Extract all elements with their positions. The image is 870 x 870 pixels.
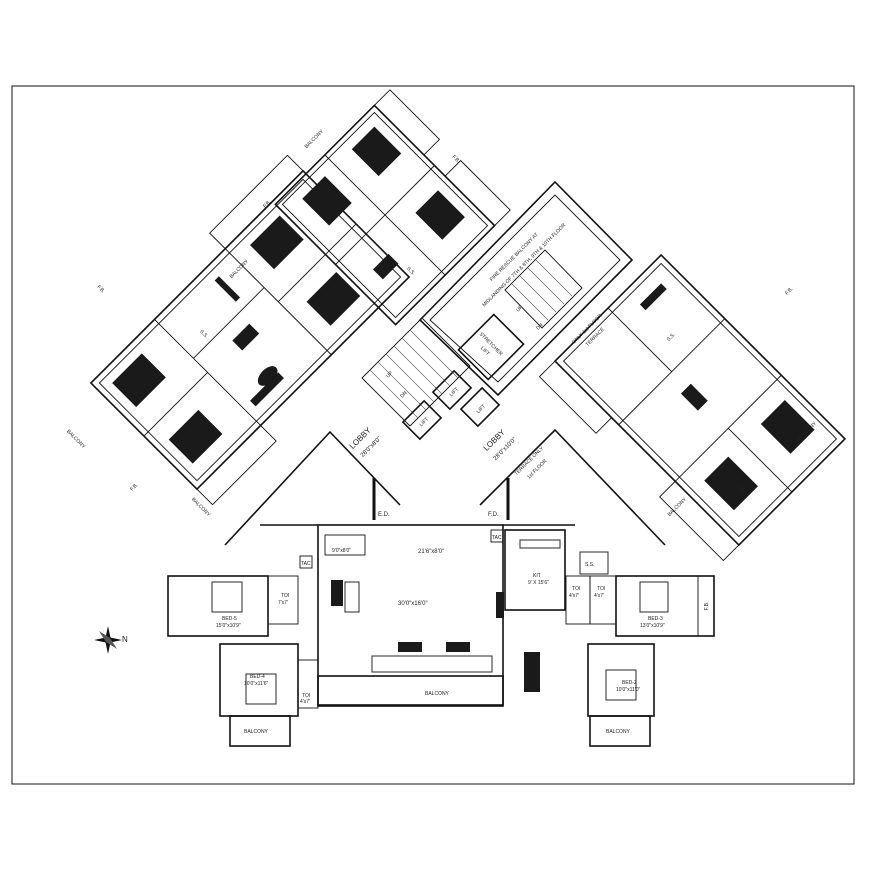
lift-label: LIFT <box>449 387 461 399</box>
ss-label: S.S. <box>198 329 209 340</box>
bed-icon <box>306 272 361 326</box>
toi-room <box>589 575 617 625</box>
fb-label: F.B. <box>262 199 272 209</box>
bed-icon <box>415 190 465 240</box>
sofa-icon <box>446 642 470 652</box>
bed-icon <box>351 126 402 177</box>
hall-main-dim: 30'0"x16'0" <box>398 601 428 607</box>
balcony-left-label: BALCONY <box>244 729 269 735</box>
balcony-right-label: BALCONY <box>606 729 631 735</box>
bed-icon <box>250 215 304 270</box>
lift <box>401 399 443 441</box>
lobby-wall <box>479 428 666 546</box>
dn-label: DN <box>535 322 545 332</box>
bed-icon <box>112 353 166 408</box>
fb-label: F.B. <box>96 284 106 294</box>
balcony <box>209 154 304 250</box>
toi-label: TOI <box>281 593 289 599</box>
fb-room <box>697 575 715 637</box>
bed4-label: BED-4 <box>250 674 265 680</box>
lift <box>431 369 473 411</box>
kitchen <box>504 529 566 611</box>
right-wing <box>538 253 847 562</box>
fd-label: F.D. <box>488 512 499 518</box>
balcony <box>659 480 740 562</box>
lobby-wall <box>224 430 401 546</box>
bed5-label: BED-5 <box>222 616 237 622</box>
toi-dim: 4'x7' <box>569 593 579 599</box>
tac-label: TAC <box>492 535 502 541</box>
bed5-dim: 15'0"x10'9" <box>216 623 241 629</box>
ss-label: S.S. <box>585 562 594 568</box>
stair-left <box>361 317 471 427</box>
hall-top-dim: 21'6"x8'0" <box>418 549 444 555</box>
fb-label: F.B. <box>451 154 461 164</box>
lift-label: LIFT <box>476 404 488 416</box>
balcony <box>589 715 651 747</box>
stretcher-lift-label-2: LIFT <box>479 346 491 358</box>
balcony <box>196 424 277 506</box>
toi-label: TOI <box>597 586 605 592</box>
fb-label: F.B. <box>129 482 139 492</box>
svg-text:N: N <box>122 635 128 644</box>
bed-icon <box>168 409 223 464</box>
bed2-dim: 10'0"x11'0" <box>616 687 640 693</box>
bed-icon <box>245 673 277 705</box>
up-label: UP <box>515 304 525 314</box>
drawing-frame <box>11 85 855 785</box>
fire-rescue-balcony <box>418 180 634 397</box>
bed-icon <box>302 176 352 226</box>
bed-icon <box>211 581 243 613</box>
bed4-dim: 10'0"x11'6" <box>244 681 268 687</box>
balcony <box>538 360 613 434</box>
tac-label: TAC <box>301 561 311 567</box>
bed-icon <box>639 581 669 613</box>
dining-table-icon <box>524 652 540 692</box>
up-label: UP <box>385 370 395 380</box>
top-wing <box>274 89 511 326</box>
north-arrow-icon: N <box>94 626 128 654</box>
bed-icon <box>704 456 758 511</box>
dining-table-icon <box>232 323 260 351</box>
sofa-icon <box>398 642 422 652</box>
balcony <box>317 675 504 707</box>
balcony <box>229 715 291 747</box>
balcony-center-label: BALCONY <box>425 691 450 697</box>
bed3-dim: 13'0"x10'9" <box>640 623 665 629</box>
bed-icon <box>760 400 815 454</box>
fb-label: F.B. <box>784 286 794 296</box>
dn-label: DN <box>399 390 409 400</box>
left-wing <box>89 154 411 506</box>
fb-label: F.B. <box>736 484 746 494</box>
balcony <box>444 159 511 227</box>
ss-label: S.S. <box>666 332 677 343</box>
stair-right <box>504 249 583 329</box>
lift <box>459 386 501 428</box>
bed-icon <box>605 669 637 701</box>
kit-dim: 9' X 15'6" <box>528 580 549 586</box>
stretcher-lift <box>457 313 525 381</box>
toi-label: TOI <box>302 693 310 699</box>
core-shaft <box>361 180 634 441</box>
toi-dim: 7'x7' <box>278 600 288 606</box>
toi-dim: 4'x7' <box>594 593 604 599</box>
ed-label: E.D. <box>378 512 390 518</box>
fb-label: F.B. <box>704 602 710 611</box>
ss-room <box>579 551 609 575</box>
toi-label: TOI <box>572 586 580 592</box>
lift-label: LIFT <box>419 417 431 429</box>
bed2-label: BED-2 <box>622 680 637 686</box>
toi-room <box>267 575 299 625</box>
balcony <box>373 89 441 156</box>
bed3-label: BED-3 <box>648 616 663 622</box>
dining-table-icon <box>680 383 708 411</box>
kit-label: KIT <box>533 573 541 579</box>
bottom-unit: E.D. F.D. 9'0"x8'0" 21'6"x8'0" 30'0"x16'… <box>167 512 715 747</box>
stair-small-dim: 9'0"x8'0" <box>332 548 351 554</box>
ss-label: S.S. <box>405 266 416 277</box>
toi-dim: 4'x7' <box>300 699 310 705</box>
